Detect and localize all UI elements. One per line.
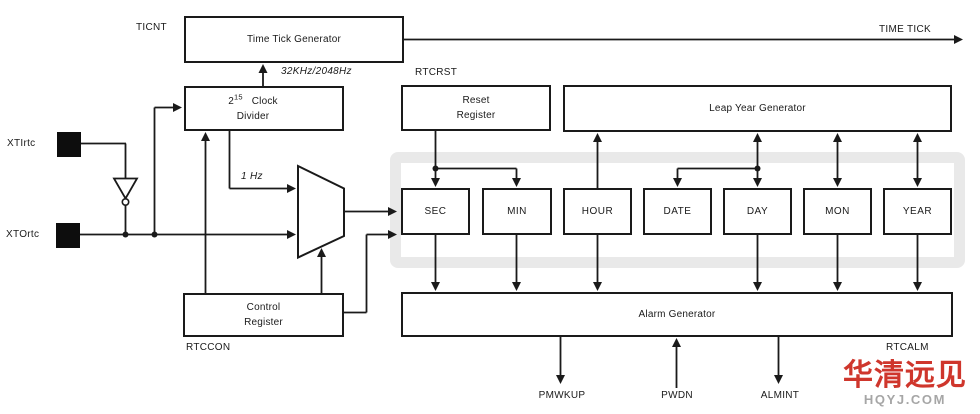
day-label: DAY: [746, 206, 769, 217]
arrowhead: [388, 207, 397, 216]
arrowhead: [201, 132, 210, 141]
site-watermark: 华清远见 HQYJ.COM: [834, 358, 976, 407]
xtortc-pin-label: XTOrtc: [6, 229, 40, 240]
clock-mux-shape: [297, 164, 345, 260]
arrowhead: [833, 133, 842, 142]
date-label: DATE: [663, 206, 692, 217]
ticnt-label: TICNT: [136, 22, 167, 33]
arrowhead: [672, 338, 681, 347]
xtirtc-pad-icon: [57, 132, 81, 157]
arrowhead: [833, 178, 842, 187]
year-label: YEAR: [902, 206, 933, 217]
leap-year-generator-box: Leap Year Generator: [563, 85, 952, 132]
arrowhead: [774, 375, 783, 384]
inverter-icon: [112, 177, 139, 201]
junction-dot: [151, 231, 158, 238]
arrowhead: [512, 282, 521, 291]
arrowhead: [913, 133, 922, 142]
min-register-box: MIN: [482, 188, 552, 235]
junction-dot: [122, 231, 129, 238]
time-registers-region: [390, 152, 965, 268]
arrowhead: [556, 375, 565, 384]
time-tick-generator-box: Time Tick Generator: [184, 16, 404, 63]
time-tick-label: TIME TICK: [879, 24, 931, 35]
arrowhead: [913, 178, 922, 187]
clock-divider-subtitle: Divider: [236, 110, 270, 122]
tick-freq-label: 32KHz/2048Hz: [281, 66, 352, 77]
arrowhead: [593, 282, 602, 291]
arrowhead: [431, 178, 440, 187]
arrowhead: [431, 282, 440, 291]
xtirtc-pin-label: XTIrtc: [7, 138, 36, 149]
one-hz-label: 1 Hz: [241, 171, 263, 182]
arrowhead: [954, 35, 963, 44]
sec-label: SEC: [424, 206, 447, 217]
arrowhead: [287, 184, 296, 193]
sec-register-box: SEC: [401, 188, 470, 235]
junction-dot: [754, 165, 761, 172]
control-register-box: Control Register: [183, 293, 344, 337]
min-label: MIN: [507, 206, 527, 217]
watermark-site-text: HQYJ.COM: [863, 392, 947, 407]
watermark-logo-text: 华清远见: [843, 358, 967, 393]
reset-register-line1: Reset: [462, 95, 490, 106]
junction-dot: [432, 165, 439, 172]
arrowhead: [753, 282, 762, 291]
control-register-line2: Register: [244, 317, 283, 328]
rtccon-label: RTCCON: [186, 342, 231, 353]
arrowhead: [173, 103, 182, 112]
day-register-box: DAY: [723, 188, 792, 235]
leap-year-generator-label: Leap Year Generator: [709, 103, 806, 114]
arrowhead: [753, 178, 762, 187]
xtortc-pad-icon: [56, 223, 80, 248]
reset-register-box: Reset Register: [401, 85, 551, 131]
arrowhead: [833, 282, 842, 291]
mon-register-box: MON: [803, 188, 872, 235]
arrowhead: [753, 133, 762, 142]
pwdn-label: PWDN: [661, 390, 693, 401]
alarm-generator-box: Alarm Generator: [401, 292, 953, 337]
arrowhead: [512, 178, 521, 187]
arrowhead: [388, 230, 397, 239]
hour-register-box: HOUR: [563, 188, 632, 235]
year-register-box: YEAR: [883, 188, 952, 235]
mon-label: MON: [825, 206, 850, 217]
arrowhead: [673, 178, 682, 187]
arrowhead: [913, 282, 922, 291]
arrowhead: [593, 133, 602, 142]
date-register-box: DATE: [643, 188, 712, 235]
arrowhead: [317, 248, 326, 257]
hour-label: HOUR: [581, 206, 614, 217]
rtcalm-label: RTCALM: [886, 342, 929, 353]
reset-register-line2: Register: [456, 110, 496, 121]
arrowhead: [258, 64, 268, 73]
almint-label: ALMINT: [760, 390, 800, 401]
inverter-bubble-icon: [121, 198, 130, 207]
time-tick-generator-label: Time Tick Generator: [246, 34, 341, 45]
alarm-generator-label: Alarm Generator: [638, 309, 716, 320]
pmwkup-label: PMWKUP: [538, 390, 586, 401]
control-register-line1: Control: [246, 302, 281, 313]
arrowhead: [287, 230, 296, 239]
rtcrst-label: RTCRST: [415, 67, 458, 78]
